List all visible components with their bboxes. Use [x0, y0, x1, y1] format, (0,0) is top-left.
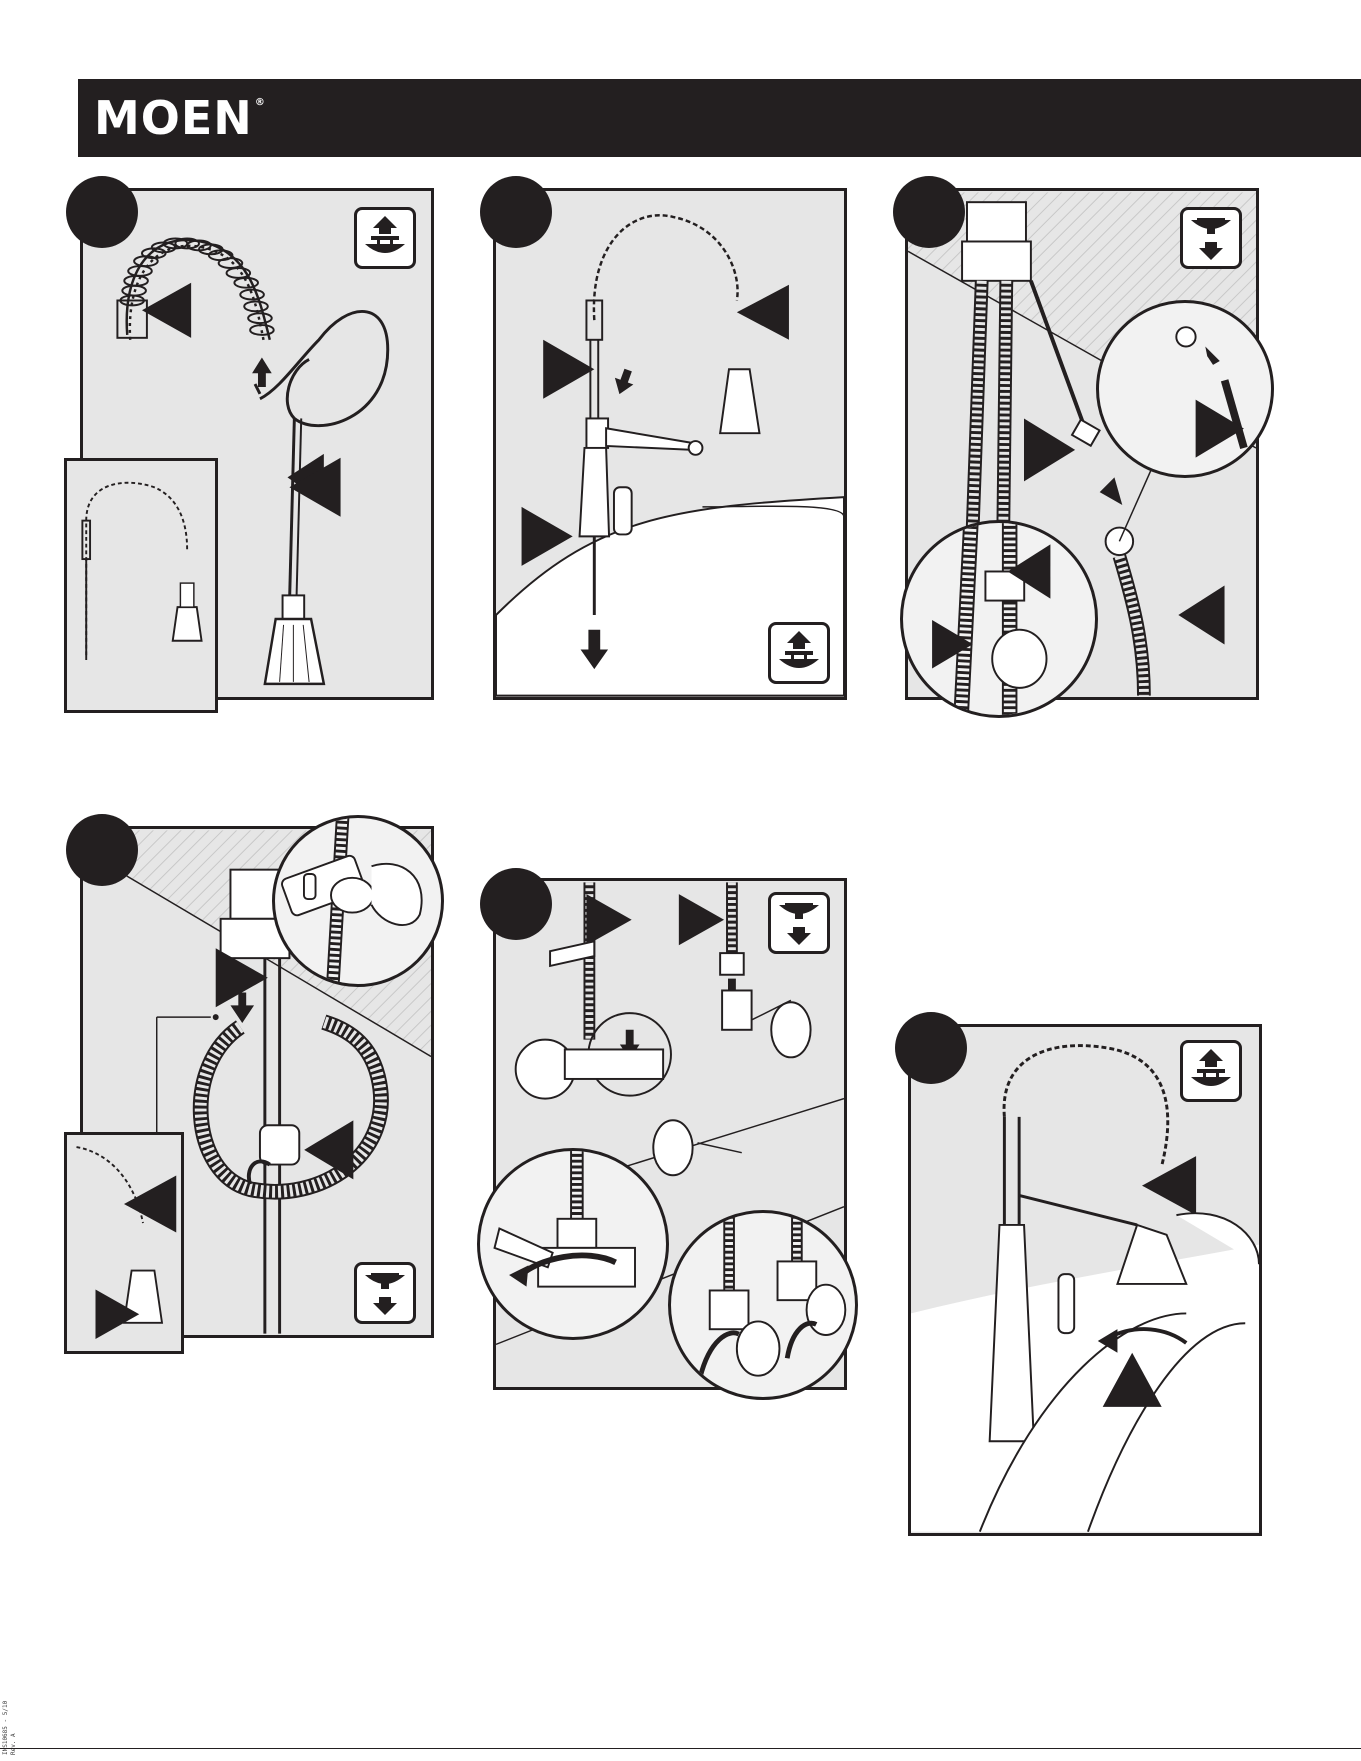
- step-5-number-badge: [480, 868, 552, 940]
- step-1-inset: [64, 458, 218, 713]
- moen-logo: MOEN®: [94, 91, 266, 145]
- step-4-detail-circle: [272, 815, 444, 987]
- logo-text: MOEN: [94, 91, 253, 145]
- step-3-number-badge: [893, 176, 965, 248]
- below-sink-icon: [354, 1262, 416, 1324]
- trademark-symbol: ®: [255, 97, 266, 108]
- below-sink-icon: [1180, 207, 1242, 269]
- doc-rev-text: Rev. A: [10, 1733, 17, 1755]
- below-sink-icon: [768, 892, 830, 954]
- step-4-inset: [64, 1132, 184, 1354]
- step-6-number-badge: [895, 1012, 967, 1084]
- above-sink-icon: [768, 622, 830, 684]
- step-1-number-badge: [66, 176, 138, 248]
- footer-rule: [0, 1748, 1361, 1749]
- doc-code-text: INS10685 - 5/10: [2, 1701, 9, 1755]
- above-sink-icon: [354, 207, 416, 269]
- step-5-detail-circle-left: [477, 1148, 669, 1340]
- step-5-detail-circle-right: [668, 1210, 858, 1400]
- above-sink-icon: [1180, 1040, 1242, 1102]
- step-3-detail-circle-bottom: [900, 520, 1098, 718]
- step-2-number-badge: [480, 176, 552, 248]
- step-4-number-badge: [66, 814, 138, 886]
- step-3-detail-circle-top: [1096, 300, 1274, 478]
- brand-header: MOEN®: [78, 79, 1361, 157]
